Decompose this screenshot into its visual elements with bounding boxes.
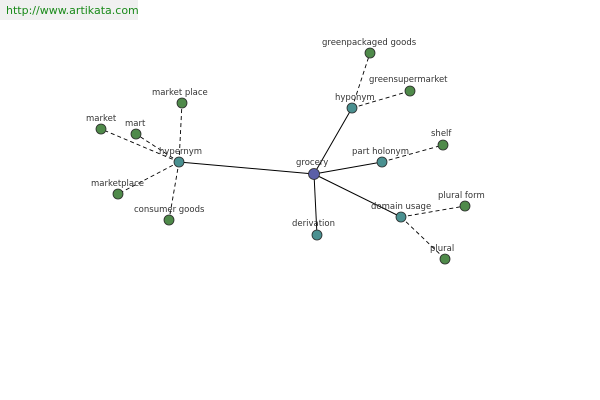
center-node-circle[interactable] xyxy=(308,168,320,180)
relation-node-label: derivation xyxy=(292,219,335,229)
term-node-greenpackaged-goods[interactable]: greenpackaged goods xyxy=(322,38,417,59)
term-node-market-place[interactable]: market place xyxy=(152,88,208,109)
edge-center-domain-usage xyxy=(313,173,402,218)
term-node-label: market xyxy=(86,114,117,124)
term-node-label: market place xyxy=(152,88,208,98)
relation-node-label: hypernym xyxy=(159,147,202,157)
term-node-marketplace[interactable]: marketplace xyxy=(91,179,144,200)
relation-node-domain-usage[interactable]: domain usage xyxy=(371,202,431,223)
edge-hypernym-consumer-goods xyxy=(168,161,180,221)
term-node-label: greensupermarket xyxy=(369,75,448,85)
term-node-circle[interactable] xyxy=(130,128,142,140)
relation-node-label: domain usage xyxy=(371,202,431,212)
term-node-label: plural xyxy=(430,244,454,254)
relation-node-part-holonym[interactable]: part holonym xyxy=(352,147,409,168)
site-url-link[interactable]: http://www.artikata.com xyxy=(6,4,139,17)
term-node-shelf[interactable]: shelf xyxy=(431,129,452,151)
term-node-market[interactable]: market xyxy=(86,114,117,135)
relation-node-label: hyponym xyxy=(335,93,375,103)
edge-center-part-holonym xyxy=(313,161,383,175)
term-node-consumer-goods[interactable]: consumer goods xyxy=(134,205,205,226)
relation-node-circle[interactable] xyxy=(311,229,323,241)
graph-nodes: market place market mart marketplace consume… xyxy=(86,38,485,265)
term-node-label: consumer goods xyxy=(134,205,205,215)
edge-hypernym-marketplace xyxy=(117,161,180,195)
term-node-label: shelf xyxy=(431,129,452,139)
term-node-label: marketplace xyxy=(91,179,144,189)
term-node-plural-form[interactable]: plural form xyxy=(438,191,485,212)
edge-domain-usage-plural-form xyxy=(400,205,466,218)
center-node-grocery[interactable]: grocery xyxy=(296,158,328,180)
term-node-circle[interactable] xyxy=(176,97,188,109)
term-node-label: greenpackaged goods xyxy=(322,38,417,48)
term-node-label: plural form xyxy=(438,191,485,201)
edge-hypernym-mart xyxy=(135,133,180,163)
graph-edges xyxy=(100,52,466,260)
relation-node-hypernym[interactable]: hypernym xyxy=(159,147,202,168)
relation-node-hyponym[interactable]: hyponym xyxy=(335,93,375,114)
term-node-circle[interactable] xyxy=(163,214,175,226)
edge-hyponym-greensupermarket xyxy=(351,90,411,109)
relation-node-circle[interactable] xyxy=(346,102,358,114)
term-node-circle[interactable] xyxy=(95,123,107,135)
term-node-mart[interactable]: mart xyxy=(125,119,146,140)
edge-domain-usage-plural xyxy=(400,216,446,260)
term-node-circle[interactable] xyxy=(439,253,451,265)
relation-node-circle[interactable] xyxy=(395,211,407,223)
edge-center-derivation xyxy=(313,173,318,236)
term-node-circle[interactable] xyxy=(112,188,124,200)
term-node-circle[interactable] xyxy=(404,85,416,97)
edge-center-hypernym xyxy=(178,161,315,175)
term-node-circle[interactable] xyxy=(459,200,471,212)
edge-part-holonym-shelf xyxy=(381,144,444,163)
term-node-circle[interactable] xyxy=(437,139,449,151)
edge-hypernym-market xyxy=(100,128,180,163)
term-node-label: mart xyxy=(125,119,146,129)
edge-center-hyponym xyxy=(313,107,353,175)
term-node-plural[interactable]: plural xyxy=(430,244,454,265)
relation-node-circle[interactable] xyxy=(173,156,185,168)
relation-node-derivation[interactable]: derivation xyxy=(292,219,335,241)
center-node-label: grocery xyxy=(296,158,328,168)
term-node-circle[interactable] xyxy=(364,47,376,59)
term-node-greensupermarket[interactable]: greensupermarket xyxy=(369,75,448,97)
edge-hyponym-greenpackaged-goods xyxy=(351,52,371,109)
url-banner: http://www.artikata.com xyxy=(0,0,139,20)
edge-hypernym-market-place xyxy=(178,102,183,163)
relation-node-circle[interactable] xyxy=(376,156,388,168)
relation-node-label: part holonym xyxy=(352,147,409,157)
